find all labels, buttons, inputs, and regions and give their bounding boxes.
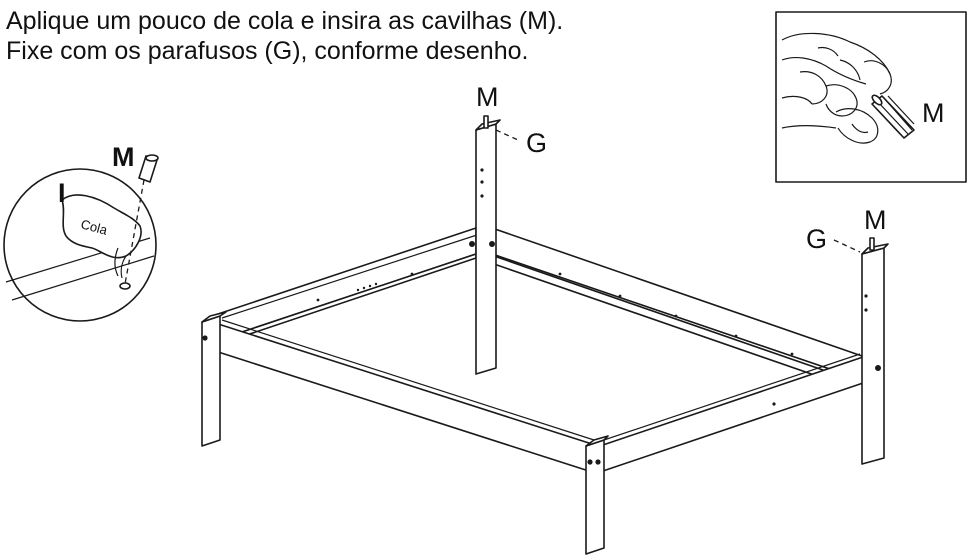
inset-dowel-label: M bbox=[922, 98, 945, 128]
inset-dowel bbox=[871, 94, 915, 139]
screw-guide-back bbox=[495, 129, 519, 141]
back-left-post bbox=[469, 115, 501, 375]
screw-guide-right bbox=[833, 239, 861, 253]
right-post-screw-label: G bbox=[806, 224, 827, 254]
hand-inset: M bbox=[775, 11, 967, 183]
instruction-line-2: Fixe com os parafusos (G), conforme dese… bbox=[6, 37, 529, 65]
slat-ledge bbox=[493, 255, 847, 387]
back-post-dowel-label: M bbox=[476, 82, 499, 112]
right-post bbox=[861, 237, 889, 465]
instruction-line-1: Aplique um pouco de cola e insira as cav… bbox=[6, 7, 564, 35]
bed-frame: M G M G bbox=[201, 82, 889, 555]
back-post-screw-label: G bbox=[526, 128, 547, 158]
front-side-rail bbox=[211, 321, 593, 473]
detail-dowel-label: M bbox=[112, 142, 135, 172]
glue-detail-circle: Cola I M bbox=[3, 142, 159, 322]
instruction-text: Aplique um pouco de cola e insira as cav… bbox=[6, 6, 563, 66]
hand-illustration bbox=[781, 32, 892, 144]
rail-holes bbox=[316, 272, 794, 406]
foot-rail bbox=[599, 355, 867, 473]
left-front-post bbox=[201, 311, 227, 447]
glue-part-label: I bbox=[58, 178, 66, 208]
dowel-top-back bbox=[483, 115, 489, 129]
left-side-rail bbox=[211, 227, 477, 343]
dowel-top-right bbox=[869, 237, 875, 251]
glue-bottle-text: Cola bbox=[79, 216, 109, 238]
dowel-hole bbox=[119, 282, 131, 290]
inset-frame bbox=[775, 11, 967, 183]
right-post-dowel-label: M bbox=[864, 205, 887, 235]
front-corner-post bbox=[585, 435, 609, 555]
